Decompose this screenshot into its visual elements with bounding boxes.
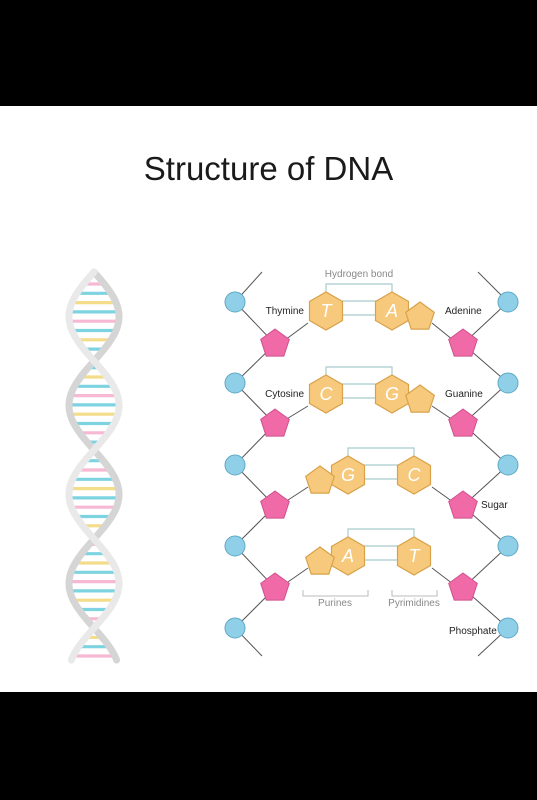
nucleobase-ring [396, 455, 432, 495]
phosphate-circle [224, 372, 246, 394]
nucleobase-ring [396, 536, 432, 576]
phosphate-circle [497, 535, 519, 557]
phosphate-circle [224, 617, 246, 639]
glycosidic-bond [284, 567, 309, 585]
glycosidic-bond [284, 405, 309, 421]
sugar-pentagon [448, 328, 478, 357]
double-helix-illustration [65, 268, 123, 664]
base-letter-right: A [385, 301, 398, 321]
sugar-label: Sugar [481, 500, 508, 511]
phosphates [224, 291, 519, 639]
base-letter-left: A [341, 546, 354, 566]
pyrimidines-bracket [391, 590, 438, 597]
page-title: Structure of DNA [143, 150, 394, 187]
helix-strands [65, 268, 123, 664]
sugars [260, 328, 478, 601]
phosphate-circle [497, 291, 519, 313]
base-letter-left: G [341, 465, 355, 485]
hydrogen-bond [325, 366, 393, 377]
glycosidic-bond [284, 322, 309, 341]
nucleobase-ring [404, 301, 436, 330]
sugar-pentagon [260, 328, 290, 357]
base-letter-left: C [320, 384, 334, 404]
phosphate-label: Phosphate [449, 626, 497, 637]
helix-strand-back [65, 268, 123, 664]
sugar-pentagon [260, 408, 290, 437]
hydrogen-bond [347, 528, 415, 539]
glycosidic-bond [431, 486, 454, 503]
hydrogen-bonds [325, 283, 415, 561]
thymine-label: Thymine [266, 306, 305, 317]
purines-bracket [302, 590, 369, 597]
phosphate-circle [224, 454, 246, 476]
phosphate-circle [497, 617, 519, 639]
cytosine-label: Cytosine [265, 389, 304, 400]
phosphate-circle [224, 291, 246, 313]
helix-strand-front [65, 268, 123, 664]
nucleobase-ring [404, 384, 436, 413]
sugar-pentagon [260, 490, 290, 519]
glycosidic-bond [431, 405, 454, 421]
nucleobase-ring [304, 546, 336, 575]
nucleobase-ring [304, 465, 336, 494]
hydrogen-bond-label: Hydrogen bond [325, 269, 393, 280]
sugar-pentagon [448, 490, 478, 519]
nucleobases: T A C G G C A T [304, 291, 436, 576]
adenine-label: Adenine [445, 306, 482, 317]
base-letter-left: T [321, 301, 334, 321]
glycosidic-bond [431, 322, 454, 341]
pyrimidines-label: Pyrimidines [388, 598, 440, 609]
base-letter-right: C [408, 465, 422, 485]
phosphate-circle [497, 372, 519, 394]
nucleobase-ring [308, 291, 344, 331]
glycosidic-bond [284, 486, 309, 503]
sugar-pentagon [448, 408, 478, 437]
base-letter-right: G [385, 384, 399, 404]
sugar-pentagon [448, 572, 478, 601]
hydrogen-bond [325, 283, 393, 294]
guanine-label: Guanine [445, 389, 483, 400]
glycosidic-bond [431, 567, 454, 585]
base-letter-right: T [409, 546, 422, 566]
phosphate-circle [497, 454, 519, 476]
nucleobase-ring [308, 374, 344, 414]
phosphate-circle [224, 535, 246, 557]
hydrogen-bond [347, 447, 415, 458]
purines-label: Purines [318, 598, 352, 609]
sugar-pentagon [260, 572, 290, 601]
